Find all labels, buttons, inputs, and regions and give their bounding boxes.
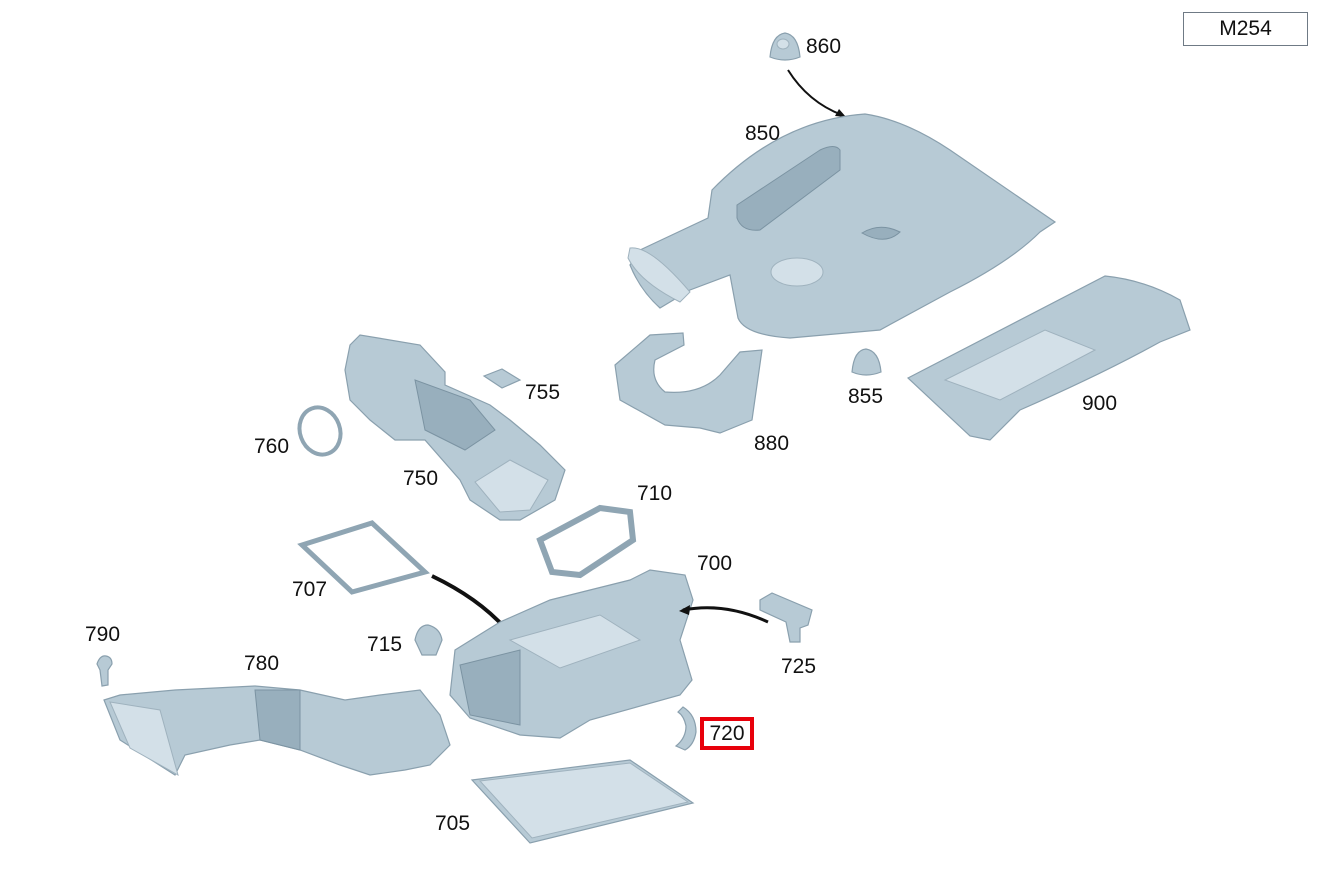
part-725-sensor[interactable]: [759, 592, 813, 643]
part-705-filter-element[interactable]: [470, 759, 695, 844]
part-710-gasket[interactable]: [536, 504, 637, 579]
part-900-panel[interactable]: [906, 275, 1191, 441]
callout-720-highlighted[interactable]: 720: [700, 717, 754, 750]
part-707-frame-gasket[interactable]: [297, 520, 431, 595]
part-880-bracket[interactable]: [614, 332, 763, 434]
arrow-707-to-700: [431, 574, 507, 630]
callout-715: 715: [367, 633, 403, 656]
callout-707: 707: [292, 578, 328, 601]
part-700-filter-housing[interactable]: [449, 569, 694, 739]
part-755-pad[interactable]: [482, 368, 522, 389]
part-720-clamp[interactable]: [674, 706, 697, 751]
model-label-box: M254: [1183, 12, 1308, 46]
callout-700: 700: [697, 552, 733, 575]
callout-855: 855: [848, 385, 884, 408]
callout-725: 725: [781, 655, 817, 678]
callout-900: 900: [1082, 392, 1118, 415]
part-855-cap[interactable]: [851, 348, 882, 376]
callout-880: 880: [754, 432, 790, 455]
callout-760: 760: [254, 435, 290, 458]
callout-755: 755: [525, 381, 561, 404]
part-790-clip[interactable]: [96, 655, 113, 687]
part-760-ring[interactable]: [293, 402, 347, 461]
callout-750: 750: [403, 467, 439, 490]
callout-710: 710: [637, 482, 673, 505]
arrow-860-to-850: [787, 69, 843, 116]
part-750-intake-duct[interactable]: [344, 334, 566, 521]
part-850-engine-cover[interactable]: [627, 113, 1057, 339]
part-860-cap[interactable]: [769, 32, 801, 61]
part-715-grommet[interactable]: [414, 624, 443, 656]
part-780-intake-hose[interactable]: [103, 685, 451, 777]
arrow-725-to-700: [682, 606, 769, 624]
callout-860: 860: [806, 35, 842, 58]
callout-850: 850: [745, 122, 781, 145]
callout-790: 790: [85, 623, 121, 646]
callout-705: 705: [435, 812, 471, 835]
callout-780: 780: [244, 652, 280, 675]
